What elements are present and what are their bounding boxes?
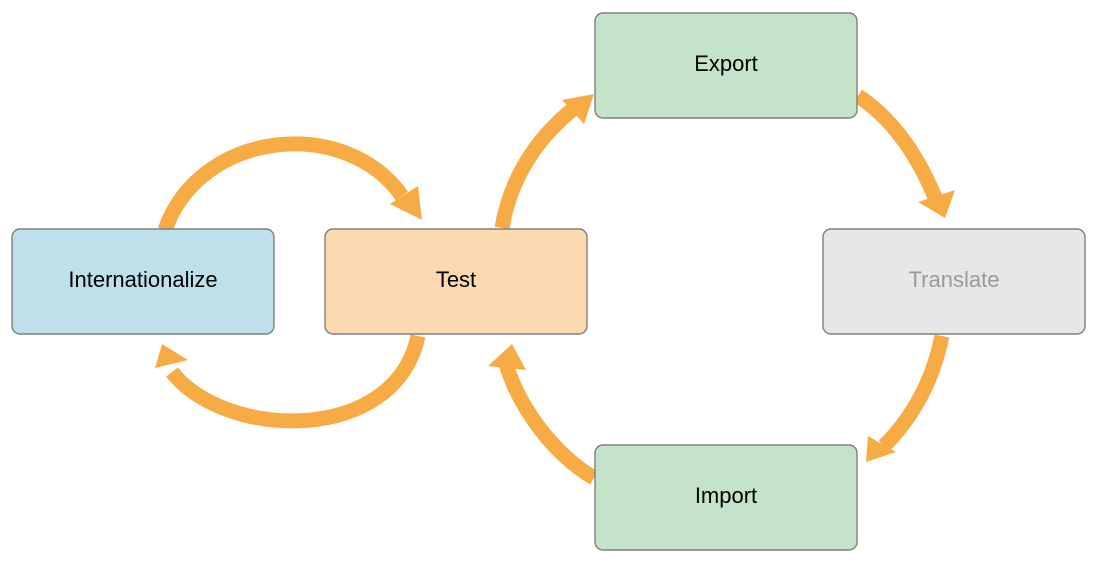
node-export: Export	[594, 12, 858, 119]
node-import-box	[594, 444, 858, 551]
node-export-box	[594, 12, 858, 119]
arrow-import-to-test	[488, 344, 598, 485]
node-import: Import	[594, 444, 858, 551]
arrow-export-to-translate	[853, 89, 955, 218]
node-internationalize: Internationalize	[11, 228, 275, 335]
node-test: Test	[324, 228, 588, 335]
node-internationalize-box	[11, 228, 275, 335]
arrow-test-to-export	[494, 94, 594, 230]
node-translate-box	[822, 228, 1086, 335]
node-export-label: Export	[694, 51, 758, 76]
node-test-label: Test	[436, 267, 476, 292]
node-internationalize-label: Internationalize	[68, 267, 217, 292]
node-translate-label: Translate	[909, 267, 1000, 292]
node-import-label: Import	[695, 483, 757, 508]
arrow-internationalize-to-test	[157, 136, 422, 233]
node-test-box	[324, 228, 588, 335]
arrow-translate-to-import	[866, 334, 950, 462]
arrow-test-to-internationalize	[155, 334, 426, 429]
node-translate: Translate	[822, 228, 1086, 335]
